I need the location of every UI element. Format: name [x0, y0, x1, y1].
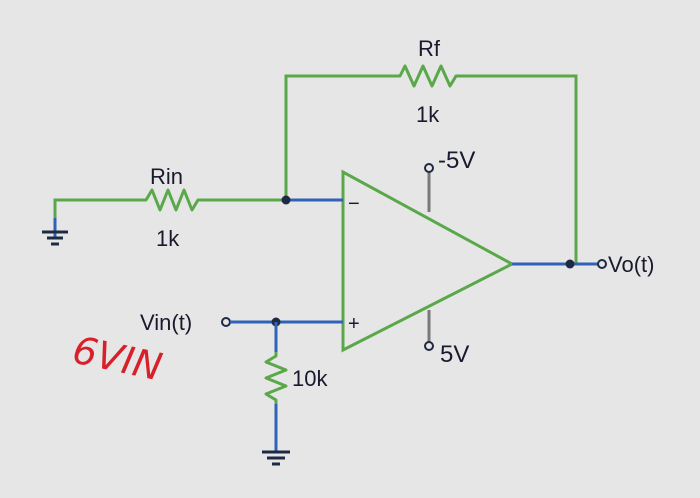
noninverting-sign: + — [348, 313, 360, 335]
rf-value-label: 1k — [416, 102, 440, 127]
neg-supply-label: -5V — [438, 147, 475, 174]
r10k-value-label: 10k — [292, 366, 328, 391]
rin-value-label: 1k — [156, 226, 180, 251]
pos-supply-label: 5V — [440, 341, 469, 368]
rin-resistor — [140, 188, 206, 212]
junction-dot-output — [565, 259, 575, 269]
feedback-wire-left — [284, 74, 392, 200]
left-ground-icon — [42, 218, 68, 246]
rin-name-label: Rin — [150, 164, 183, 189]
pos-supply-terminal — [424, 341, 434, 351]
vout-terminal — [597, 259, 607, 269]
vout-label: Vo(t) — [608, 252, 654, 277]
rf-resistor — [392, 64, 466, 88]
feedback-wire-right — [466, 74, 578, 264]
op-amp-triangle — [341, 169, 516, 353]
r10k-resistor — [264, 352, 288, 404]
rin-wire-left — [53, 198, 140, 218]
vin-label: Vin(t) — [140, 310, 192, 335]
bottom-ground-icon — [262, 450, 290, 466]
inverting-sign: − — [348, 193, 360, 215]
rf-name-label: Rf — [418, 36, 441, 61]
neg-supply-terminal — [424, 163, 434, 173]
junction-dot-inverting — [281, 195, 291, 205]
